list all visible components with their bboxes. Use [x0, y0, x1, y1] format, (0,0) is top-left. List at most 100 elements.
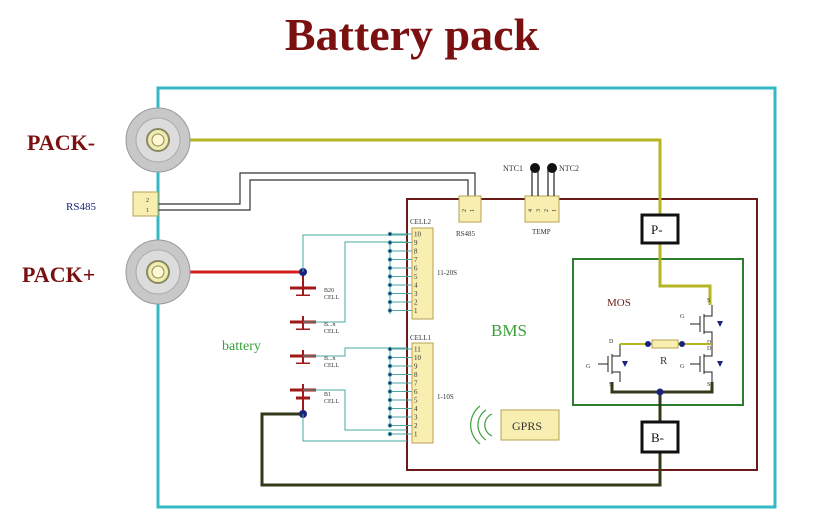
ntc-leads: [531, 170, 555, 196]
mosfet-upper-diode: [717, 321, 723, 327]
right-fet-d: D: [707, 346, 712, 352]
cell-gap-1: [296, 296, 310, 316]
cell1-pin-node: [387, 397, 393, 403]
pack-neg-wire: [190, 138, 662, 215]
cell-bn-1-sub: CELL: [324, 329, 339, 335]
cell1-label: CELL1: [410, 334, 431, 342]
cell1-pin-node: [387, 406, 393, 411]
cell2-pin-node: [387, 231, 393, 237]
cell2-pin-2: 2: [414, 299, 418, 307]
temp-pin-1: 1: [552, 209, 558, 212]
cell-gap-2: [296, 330, 310, 350]
temp-connector: [524, 195, 560, 223]
cell-gap-3: [296, 364, 310, 384]
gprs-module: [500, 409, 560, 441]
page-title: Battery pack: [284, 9, 540, 60]
cell2-pin-6: 6: [414, 265, 418, 273]
cell1-pin-10: 10: [414, 354, 422, 362]
cell1-pin-2: 2: [414, 422, 418, 430]
cell1-pin-node: [387, 380, 393, 386]
mosfet-left: [598, 344, 621, 382]
bms-label: BMS: [491, 321, 527, 340]
battery-label: battery: [222, 339, 261, 354]
p-neg-to-mos-wire: [658, 243, 712, 305]
b-neg-box: [640, 420, 680, 454]
right-fet-s: S: [707, 382, 710, 388]
cell1-pin-3: 3: [414, 414, 418, 422]
cell2-pin-node: [387, 248, 393, 254]
cell2-pin-8: 8: [414, 248, 418, 256]
mosfet-upper: [690, 305, 713, 344]
pin-stubs: [387, 231, 412, 437]
cell1-pin-4: 4: [414, 405, 418, 413]
ntc2-sensor: [547, 163, 557, 173]
cell2-pin-node: [387, 240, 393, 245]
cell1-pin-node: [387, 423, 393, 428]
cell1-pin-1: 1: [414, 431, 418, 439]
temp-pin-4: 4: [528, 209, 534, 212]
bms-box: [406, 198, 758, 471]
cell1-pin-node: [387, 414, 393, 420]
mosfet-left-diode: [622, 361, 628, 367]
cell2-label: CELL2: [410, 218, 431, 226]
cell1-pin-5: 5: [414, 397, 418, 405]
cell1-pin-11: 11: [414, 346, 421, 354]
cell2-pin-10: 10: [414, 231, 422, 239]
wireless-icon: [470, 405, 493, 445]
bms-rs485-pin-2: 2: [462, 209, 468, 212]
cell2-connector: [411, 227, 434, 320]
cell1-pin-node: [387, 372, 393, 377]
cell-b1-sub: CELL: [324, 399, 339, 405]
pack-neg-label: PACK-: [27, 130, 95, 155]
temp-pin-3: 3: [536, 209, 542, 212]
rs485-cable: [158, 172, 476, 205]
b-neg-label: B-: [651, 430, 664, 445]
bms-rs485-connector: [458, 195, 482, 223]
cell1-pin-node: [387, 363, 393, 369]
pack-neg-terminal: [125, 107, 191, 173]
cell2-pin-3: 3: [414, 290, 418, 298]
cell2-range: 11-20S: [437, 269, 457, 277]
p-neg-box: [640, 213, 680, 245]
ntc1-sensor: [530, 163, 540, 173]
cell1-range: 1-10S: [437, 393, 454, 401]
cell2-pin-node: [387, 282, 393, 288]
cell2-pin-1: 1: [414, 307, 418, 315]
cell2-pin-node: [387, 291, 393, 296]
battery-neg-wire: [260, 412, 662, 487]
rs485-external-connector: [132, 191, 159, 217]
cell2-pin-5: 5: [414, 273, 418, 281]
ntc1-label: NTC1: [503, 164, 523, 173]
cell2-pin-7: 7: [414, 256, 418, 264]
cell1-pin-node: [387, 389, 393, 394]
resistor-label: R: [660, 355, 668, 367]
rs485-pin-1: 1: [146, 208, 149, 214]
cell1-pin-8: 8: [414, 371, 418, 379]
left-fet-d: D: [609, 339, 614, 345]
b-neg-node: [656, 388, 664, 396]
cell2-pin-4: 4: [414, 282, 418, 290]
cell1-pin-9: 9: [414, 363, 418, 371]
right-fet-g: G: [680, 364, 685, 370]
mosfet-right-diode: [717, 361, 723, 367]
b-neg-to-mos-wire: [610, 382, 662, 422]
left-fet-s: S: [609, 382, 612, 388]
mos-label: MOS: [607, 297, 631, 309]
cell1-pin-node: [387, 355, 393, 360]
b-neg-to-mos-wire-right: [660, 382, 714, 394]
cell2-pin-node: [387, 299, 393, 305]
left-fet-g: G: [586, 364, 591, 370]
rs485-external-label: RS485: [66, 201, 96, 213]
cell1-pin-node: [387, 431, 393, 437]
resistor-node-right: [679, 341, 685, 347]
ntc2-label: NTC2: [559, 164, 579, 173]
upper-fet-g: G: [680, 314, 685, 320]
cell-bn-2-name: B...n: [324, 356, 336, 362]
bms-rs485-pin-1: 1: [470, 209, 476, 212]
cell2-pin-node: [387, 257, 393, 262]
rs485-cable-2: [158, 179, 469, 211]
pack-pos-label: PACK+: [22, 262, 95, 287]
resistor: [651, 339, 679, 349]
cell-bn-2-sub: CELL: [324, 363, 339, 369]
